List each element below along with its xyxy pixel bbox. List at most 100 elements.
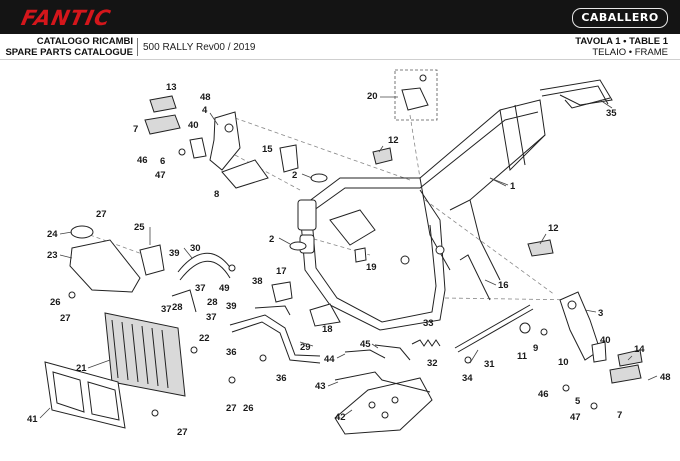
callout: 34 <box>462 373 473 384</box>
callout: 20 <box>367 91 378 102</box>
callout: 27 <box>226 403 237 414</box>
callout: 45 <box>360 339 371 350</box>
callout: 47 <box>570 412 581 423</box>
callout: 29 <box>300 342 311 353</box>
callout: 43 <box>315 381 326 392</box>
callout: 36 <box>276 373 287 384</box>
bracket-43-44-45 <box>334 344 431 393</box>
callout: 8 <box>214 189 219 200</box>
callout: 36 <box>226 347 237 358</box>
catalog-header: CATALOGO RICAMBI SPARE PARTS CATALOGUE 5… <box>0 34 680 60</box>
callout: 44 <box>324 354 335 365</box>
callout: 26 <box>243 403 254 414</box>
callout: 32 <box>427 358 438 369</box>
callout: 7 <box>133 124 138 135</box>
callout: 31 <box>484 359 495 370</box>
rubber-mounts <box>289 173 328 251</box>
top-bar: FANTIC CABALLERO <box>0 0 680 34</box>
callout: 48 <box>660 372 671 383</box>
callout: 37 <box>206 312 217 323</box>
callout: 2 <box>269 234 274 245</box>
callout: 22 <box>199 333 210 344</box>
callout: 12 <box>548 223 559 234</box>
callout: 21 <box>76 363 87 374</box>
bracket-15 <box>279 144 299 173</box>
bracket-16 <box>459 254 491 301</box>
bracket-20 <box>394 69 438 121</box>
table-number: TAVOLA 1 • TABLE 1 <box>575 36 668 47</box>
callout: 37 <box>195 283 206 294</box>
callout: 12 <box>388 135 399 146</box>
brackets-12 <box>372 147 554 257</box>
callout: 27 <box>177 427 188 438</box>
catalog-title-en: SPARE PARTS CATALOGUE <box>5 47 133 58</box>
callout: 42 <box>335 412 346 423</box>
brand-logo: FANTIC <box>19 6 114 30</box>
callout: 28 <box>172 302 183 313</box>
callout: 23 <box>47 250 58 261</box>
callout: 2 <box>292 170 297 181</box>
callout: 15 <box>262 144 273 155</box>
catalog-title: CATALOGO RICAMBI SPARE PARTS CATALOGUE <box>0 36 133 58</box>
skid-plate <box>334 377 433 435</box>
radiator <box>104 312 198 397</box>
callout: 18 <box>322 324 333 335</box>
coolant-hoses <box>171 252 321 364</box>
table-title: TELAIO • FRAME <box>592 47 668 58</box>
callout: 6 <box>160 156 165 167</box>
callout: 35 <box>606 108 617 119</box>
footpeg-left <box>144 95 207 159</box>
callout: 27 <box>96 209 107 220</box>
callout: 10 <box>558 357 569 368</box>
radiator-guard <box>44 361 126 429</box>
callout-labels: 1 2 2 3 4 5 6 7 7 8 9 10 11 12 12 13 14 … <box>27 82 671 438</box>
callout: 40 <box>188 120 199 131</box>
callout: 7 <box>617 410 622 421</box>
fasteners <box>68 264 570 417</box>
callout: 24 <box>47 229 58 240</box>
callout: 19 <box>366 262 377 273</box>
callout: 28 <box>207 297 218 308</box>
callout: 38 <box>252 276 263 287</box>
small-parts <box>271 247 367 327</box>
callout: 40 <box>600 335 611 346</box>
expansion-tank <box>69 225 165 293</box>
callout: 49 <box>219 283 230 294</box>
pivot-axle <box>454 304 534 353</box>
callout: 16 <box>498 280 509 291</box>
callout: 41 <box>27 414 38 425</box>
callout: 13 <box>166 82 177 93</box>
spring <box>411 339 441 347</box>
callout: 14 <box>634 344 645 355</box>
header-divider <box>137 38 138 56</box>
callout: 39 <box>169 248 180 259</box>
model-revision: 500 RALLY Rev00 / 2019 <box>143 42 256 53</box>
model-badge-logo: CABALLERO <box>572 8 668 28</box>
catalog-title-it: CATALOGO RICAMBI <box>36 36 133 47</box>
callout: 47 <box>155 170 166 181</box>
callout: 3 <box>598 308 603 319</box>
assembly-guide-lines <box>89 114 581 301</box>
left-plate <box>209 111 269 189</box>
table-info: TAVOLA 1 • TABLE 1 TELAIO • FRAME <box>575 36 668 58</box>
callout: 5 <box>575 396 581 407</box>
rear-subframe <box>539 79 613 109</box>
callout: 9 <box>533 343 538 354</box>
callout: 27 <box>60 313 71 324</box>
callout: 30 <box>190 243 201 254</box>
leader-lines <box>39 96 658 419</box>
callout: 48 <box>200 92 211 103</box>
callout: 33 <box>423 318 434 329</box>
callout: 1 <box>510 181 516 192</box>
right-plate <box>559 291 607 363</box>
callout: 25 <box>134 222 145 233</box>
frame-main <box>297 99 546 331</box>
callout: 11 <box>517 351 528 362</box>
callout: 37 <box>161 304 172 315</box>
callout: 39 <box>226 301 237 312</box>
callout: 46 <box>538 389 549 400</box>
callout: 26 <box>50 297 61 308</box>
exploded-frame-diagram: 1 2 2 3 4 5 6 7 7 8 9 10 11 12 12 13 14 … <box>27 69 671 438</box>
callout: 46 <box>137 155 148 166</box>
callout: 4 <box>202 105 208 116</box>
